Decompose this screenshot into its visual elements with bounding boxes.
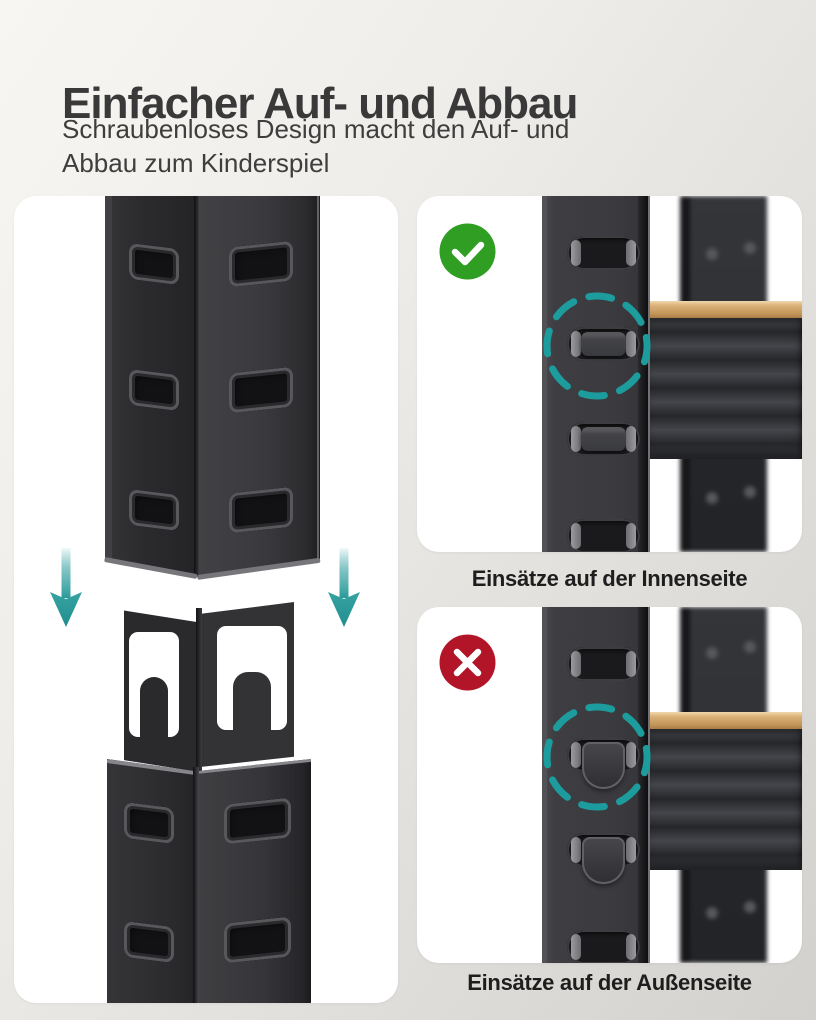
post-slot: [124, 801, 174, 845]
down-arrow-icon: [50, 548, 82, 627]
correct-panel: [417, 196, 802, 552]
dashed-circle-icon: [543, 292, 651, 400]
post-slot: [224, 916, 291, 964]
connector-piece: [107, 602, 311, 774]
check-icon: [439, 223, 496, 280]
page-title: Einfacher Auf- und Abbau: [62, 79, 578, 129]
post-slot: [224, 797, 291, 845]
post-slot: [129, 242, 179, 286]
post-slot-with-insert: [567, 327, 640, 361]
assembly-panel: [14, 196, 398, 1003]
protruding-insert-tab: [582, 742, 625, 789]
page-subtitle: Schraubenloses Design macht den Auf- und…: [62, 112, 569, 180]
post-slot: [129, 488, 179, 532]
post-slot: [129, 368, 179, 412]
post-slot-with-insert: [567, 422, 640, 456]
wrong-panel: [417, 607, 802, 963]
x-icon: [439, 634, 496, 691]
shelf-beam: [645, 318, 802, 459]
post-slot: [124, 920, 174, 964]
post-slot-with-protruding-tab: [567, 833, 640, 884]
post-slot: [229, 366, 293, 414]
post-slot: [229, 486, 293, 534]
post-slot: [567, 930, 640, 963]
post-slot: [567, 647, 640, 681]
keyhole-cutout: [129, 632, 179, 737]
wood-shelf-edge: [645, 301, 802, 318]
shelf-post: [542, 196, 650, 552]
dashed-circle-icon: [543, 703, 651, 811]
shelf-beam: [645, 729, 802, 870]
caption-correct: Einsätze auf der Innenseite: [471, 566, 748, 591]
subtitle-line-2: Abbau zum Kinderspiel: [62, 148, 330, 178]
shelf-insert-tab: [581, 427, 626, 451]
wood-shelf-edge: [645, 712, 802, 729]
post-slot: [229, 240, 293, 288]
post-slot-with-protruding-tab: [567, 738, 640, 789]
corner-post-lower: [107, 759, 311, 1003]
keyhole-cutout: [217, 626, 287, 730]
corner-post-upper: [104, 196, 321, 580]
shelf-insert-tab: [581, 332, 626, 356]
down-arrow-icon: [328, 548, 360, 627]
caption-wrong: Einsätze auf der Außenseite: [467, 970, 752, 995]
shelf-post: [542, 607, 650, 963]
post-slot: [567, 236, 640, 270]
protruding-insert-tab: [582, 837, 625, 884]
subtitle-line-1: Schraubenloses Design macht den Auf- und: [62, 114, 570, 144]
post-slot: [567, 519, 640, 552]
